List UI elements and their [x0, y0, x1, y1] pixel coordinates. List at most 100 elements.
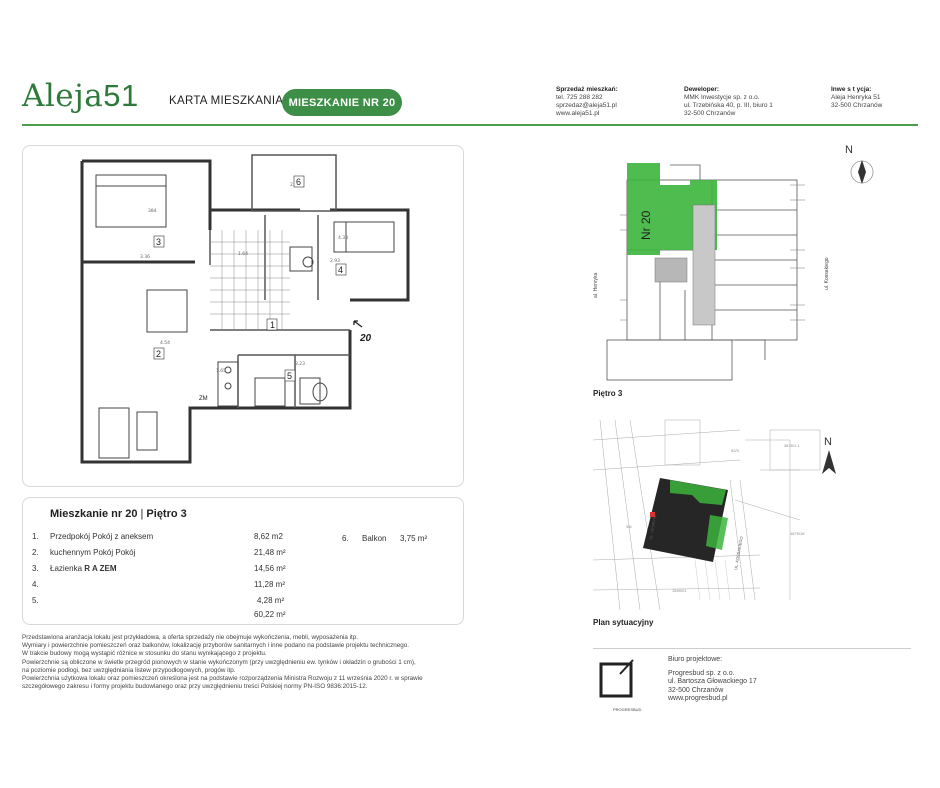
parcel-5: 3/6: [626, 524, 632, 529]
developer-contact: Deweloper: MMK Inwestycje sp. z o.o. ul.…: [684, 86, 773, 118]
architect-name: Progresbud sp. z o.o.: [668, 669, 735, 677]
row-name: kuchennym Pokój Pokój: [50, 548, 136, 557]
row-area: 14,56 m²: [254, 564, 286, 573]
room-2-number: 2: [156, 349, 161, 359]
dim-8: 4.38: [338, 235, 348, 241]
floor-plan-caption: Piętro 3: [593, 389, 623, 398]
sales-contact: Sprzedaż mieszkań: tel. 725 288 282 sprz…: [556, 86, 618, 118]
footnote-line: Powierzchnia użytkowa lokalu oraz pomies…: [22, 675, 423, 683]
parcel-2: 52/3: [731, 448, 740, 453]
site-plan: AL. HENRYKA UL. KOSSAKIEGO 3676/1 1 52/3…: [593, 419, 821, 611]
developer-city: 32-500 Chrzanów: [684, 110, 736, 117]
table-row: 3.: [32, 564, 39, 573]
room-6-number: 6: [296, 177, 301, 187]
street-right: ul. Kossakiego: [824, 257, 830, 290]
architect-title: Biuro projektowe:: [668, 656, 723, 663]
card-title: KARTA MIESZKANIA: [169, 95, 284, 107]
street-left: al. Henryka: [593, 272, 599, 298]
table-title: Mieszkanie nr 20 | Piętro 3: [50, 508, 187, 520]
balcony-no: 6.: [342, 534, 349, 543]
investment-street: Aleja Henryka 51: [831, 94, 881, 101]
logo: Aleja51: [22, 78, 139, 114]
parcel-4: 1549/21: [672, 588, 687, 593]
table-row: 4.: [32, 580, 39, 589]
developer-street: ul. Trzebińska 40, p. III, biuro 1: [684, 102, 773, 109]
row-name-bold: R A ZEM: [84, 564, 117, 573]
north-label: N: [845, 144, 853, 156]
site-marker: [650, 512, 655, 517]
room-5-number: 5: [287, 371, 292, 381]
north-label-2: N: [824, 436, 832, 448]
row-no: 2.: [32, 548, 39, 557]
apartment-plan: 384 3.36 2.90 2.93 4.54 1.65 1.64 4.38 3…: [80, 154, 410, 464]
parcel-3: 1679/16: [790, 531, 805, 536]
sales-phone: tel. 725 288 282: [556, 94, 603, 101]
footnote-line: szczegółowego zakresu i formy projektu b…: [22, 683, 368, 691]
row-area: 8,62 m2: [254, 532, 283, 541]
dim-1: 384: [148, 208, 157, 214]
site-green-area: [670, 480, 726, 505]
architect-website[interactable]: www.progresbud.pl: [668, 695, 728, 703]
dim-5: 4.54: [160, 340, 170, 346]
sales-email[interactable]: sprzedaz@aleja51.pl: [556, 102, 617, 109]
entrance-label: 20: [359, 333, 372, 344]
compass-icon: N: [845, 144, 874, 184]
row-no: 3.: [32, 564, 39, 573]
table-title-apartment: Mieszkanie nr 20: [50, 508, 138, 520]
dim-7: 1.64: [238, 251, 248, 257]
row-area: 21,48 m²: [254, 548, 286, 557]
footnote-line: Powierzchnie są obliczone w świetle prze…: [22, 658, 416, 666]
row-area: 4,28 m²: [257, 596, 285, 605]
sales-title: Sprzedaż mieszkań:: [556, 86, 618, 93]
architect-divider: [593, 648, 911, 649]
site-street-2: UL. KOSSAKIEGO: [733, 536, 744, 570]
total-area: 60,22 m²: [254, 610, 286, 619]
balcony-area: 3,75 m²: [400, 534, 428, 543]
row-no: 4.: [32, 580, 39, 589]
header-divider: [22, 124, 918, 126]
apartment-badge: MIESZKANIE NR 20: [282, 89, 402, 116]
footnote: Przedstawiona aranżacja lokalu jest przy…: [22, 634, 472, 691]
room-3-number: 3: [156, 237, 161, 247]
dim-2: 3.36: [140, 254, 150, 260]
developer-title: Deweloper:: [684, 86, 720, 93]
site-street-1: AL. HENRYKA: [648, 513, 658, 540]
progresbud-logo: PROGRESBUD: [599, 659, 642, 712]
progresbud-logo-text: PROGRESBUD: [613, 707, 642, 712]
area-table-panel: [22, 497, 464, 625]
row-area: 11,28 m²: [254, 580, 285, 589]
logo-number: 51: [103, 78, 139, 113]
room-1-number: 1: [270, 320, 275, 330]
architect-street: ul. Bartosza Głowackiego 17: [668, 678, 757, 686]
investment-city: 32-500 Chrzanów: [831, 102, 883, 109]
site-plan-caption: Plan sytuacyjny: [593, 618, 654, 627]
table-row: 2.: [32, 548, 39, 557]
table-row: 5.: [32, 596, 39, 605]
dim-4: 2.93: [330, 258, 340, 264]
row-no: 1.: [32, 532, 39, 541]
logo-word: Aleja: [22, 78, 104, 114]
table-title-floor: Piętro 3: [146, 508, 187, 520]
architect-info: Biuro projektowe: Progresbud sp. z o.o. …: [668, 656, 757, 704]
footnote-line: W trakcie budowy mogą wystąpić różnice w…: [22, 650, 267, 658]
compass-icon-2: N: [822, 436, 836, 474]
architect-city: 32-500 Chrzanów: [668, 686, 724, 694]
entrance-arrow: [353, 320, 363, 328]
unit-label: Nr 20: [639, 210, 653, 240]
zm-label: ZM: [199, 396, 208, 402]
row-no: 5.: [32, 596, 39, 605]
investment-title: Inwe s t ycja:: [831, 86, 872, 93]
table-title-separator: |: [140, 508, 144, 520]
balcony-name: Balkon: [362, 534, 387, 543]
dim-6: 1.65: [216, 368, 226, 374]
footnote-line: na poziomie podłogi, bez uwzględniania l…: [22, 666, 236, 674]
row-name: Łazienka R A ZEM: [50, 564, 117, 573]
table-row: 1.: [32, 532, 39, 541]
dim-9: 3.23: [295, 361, 305, 367]
row-name: Przedpokój Pokój z aneksem: [50, 532, 154, 541]
row-name-text: Łazienka: [50, 564, 83, 573]
footnote-line: Przedstawiona aranżacja lokalu jest przy…: [22, 634, 359, 641]
sales-website[interactable]: www.aleja51.pl: [556, 110, 600, 117]
parcel-1: 3676/1 1: [784, 443, 800, 448]
floor-plan: Nr 20 al. Henryka ul. Kossakiego: [593, 163, 830, 381]
